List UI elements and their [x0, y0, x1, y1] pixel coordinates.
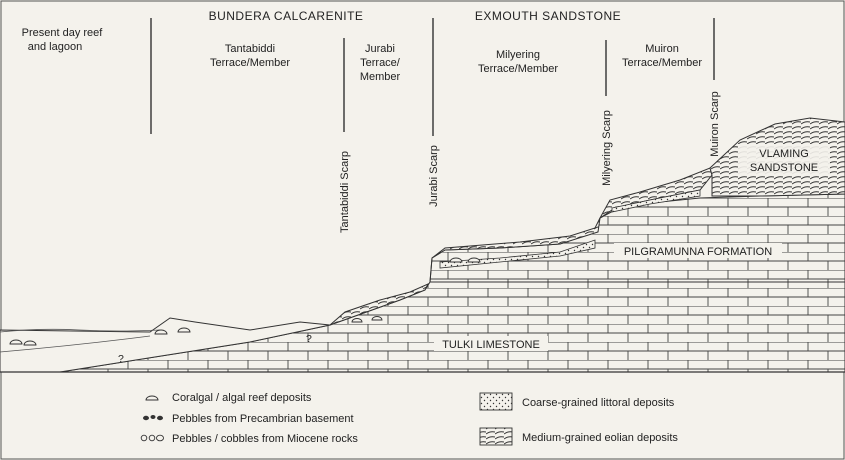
legend-pebbles-precambrian-label: Pebbles from Precambrian basement [172, 413, 354, 425]
tantabiddi-scarp-label: Tantabiddi Scarp [339, 151, 351, 233]
legend-coarse-swatch [480, 393, 512, 410]
jurabi-scarp-label: Jurabi Scarp [428, 145, 440, 207]
legend-pebbles-miocene-label: Pebbles / cobbles from Miocene rocks [172, 433, 358, 445]
legend: Coralgal / algal reef deposits Pebbles f… [141, 392, 678, 445]
jurabi-terrace-line1: Jurabi [365, 43, 395, 55]
legend-pebbles-miocene-symbol [141, 435, 163, 441]
milyering-terrace-line2: Terrace/Member [478, 63, 558, 75]
legend-coralgal-label: Coralgal / algal reef deposits [172, 392, 312, 404]
pilgramunna-formation-body [430, 194, 845, 282]
group-exmouth-label: EXMOUTH SANDSTONE [475, 9, 621, 23]
legend-pebbles-precambrian-symbol [143, 415, 163, 420]
present-day-label-line1: Present day reef [22, 27, 104, 39]
present-day-label-line2: and lagoon [28, 41, 82, 53]
muiron-terrace-line2: Terrace/Member [622, 57, 702, 69]
legend-eolian-label: Medium-grained eolian deposits [522, 432, 678, 444]
legend-coarse-label: Coarse-grained littoral deposits [522, 397, 675, 409]
question-mark-left: ? [118, 353, 124, 365]
tantabiddi-terrace-line1: Tantabiddi [225, 43, 275, 55]
jurabi-terrace-line2: Terrace/ [360, 57, 401, 69]
legend-coralgal-symbol [146, 396, 158, 400]
terrace-dividers [151, 18, 714, 136]
milyering-scarp-label: Milyering Scarp [601, 110, 613, 186]
vlaming-label-line2: SANDSTONE [750, 162, 818, 174]
tulki-label: TULKI LIMESTONE [442, 339, 540, 351]
pilgramunna-label: PILGRAMUNNA FORMATION [624, 246, 772, 258]
muiron-scarp-label: Muiron Scarp [709, 91, 721, 156]
tantabiddi-terrace-line2: Terrace/Member [210, 57, 290, 69]
legend-eolian-swatch [480, 428, 512, 445]
group-bundera-label: BUNDERA CALCARENITE [209, 9, 364, 23]
milyering-terrace-line1: Milyering [496, 49, 540, 61]
jurabi-terrace-line3: Member [360, 71, 401, 83]
question-mark-right: ? [306, 333, 312, 345]
muiron-terrace-line1: Muiron [645, 43, 679, 55]
vlaming-label-line1: VLAMING [759, 148, 809, 160]
